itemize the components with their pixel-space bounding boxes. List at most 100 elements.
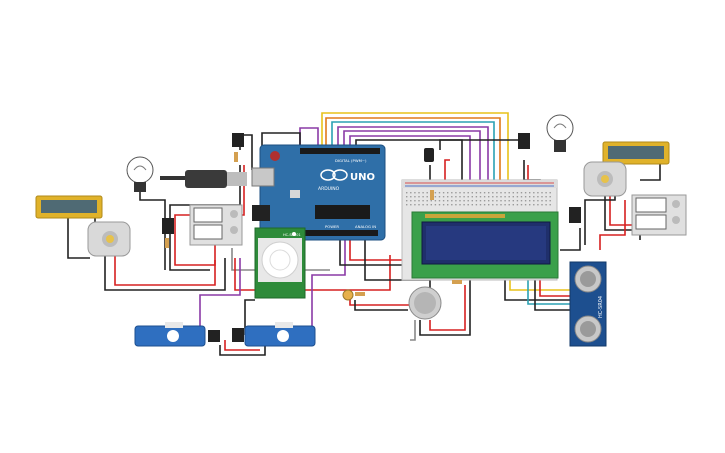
breadboard-hole bbox=[430, 200, 432, 202]
breadboard-hole bbox=[541, 196, 543, 198]
arduino-logo bbox=[320, 169, 348, 181]
breadboard-hole bbox=[512, 204, 514, 206]
breadboard-hole bbox=[520, 200, 523, 202]
breadboard-hole bbox=[533, 192, 535, 194]
diode-icon bbox=[424, 148, 434, 162]
breadboard-hole bbox=[529, 204, 531, 206]
breadboard-hole bbox=[488, 192, 490, 194]
breadboard-hole bbox=[512, 196, 514, 198]
breadboard-hole bbox=[410, 196, 412, 198]
breadboard-hole bbox=[442, 204, 445, 206]
wire-red-servo-mid bbox=[224, 340, 260, 351]
wire-yellow-ultra bbox=[509, 280, 572, 291]
breadboard-hole bbox=[512, 200, 514, 202]
arduino-brand-label: ARDUINO bbox=[318, 186, 340, 192]
wire-red-photores bbox=[349, 295, 410, 306]
wire-red-ultra bbox=[539, 280, 572, 297]
wire-black-right-relay bbox=[560, 228, 581, 251]
breadboard-hole bbox=[516, 196, 519, 198]
breadboard-hole bbox=[426, 192, 428, 194]
pir-sensor: HC-SR501 bbox=[254, 227, 306, 299]
breadboard-hole bbox=[447, 204, 449, 206]
usb-cable-icon bbox=[160, 170, 247, 188]
breadboard-hole bbox=[479, 204, 482, 206]
breadboard-hole bbox=[406, 200, 408, 202]
breadboard-hole bbox=[414, 204, 416, 206]
breadboard-hole bbox=[549, 192, 551, 194]
breadboard-hole bbox=[406, 204, 408, 206]
breadboard-hole bbox=[426, 196, 428, 198]
breadboard-hole bbox=[414, 200, 416, 202]
breadboard-hole bbox=[508, 200, 510, 202]
breadboard-hole bbox=[406, 192, 408, 194]
breadboard-hole bbox=[438, 196, 441, 198]
breadboard-hole bbox=[410, 200, 412, 202]
breadboard-hole bbox=[483, 192, 486, 194]
breadboard-hole bbox=[545, 196, 547, 198]
wire-red-motor-left bbox=[114, 255, 216, 286]
breadboard-hole bbox=[545, 200, 547, 202]
breadboard-hole bbox=[520, 204, 523, 206]
arduino-model-label: UNO bbox=[350, 172, 375, 183]
breadboard-hole bbox=[471, 196, 473, 198]
breadboard-hole bbox=[438, 200, 441, 202]
breadboard-hole bbox=[475, 204, 478, 206]
breadboard-hole bbox=[479, 196, 482, 198]
breadboard-hole bbox=[512, 192, 514, 194]
wire-black-photores bbox=[354, 300, 408, 311]
breadboard-hole bbox=[524, 196, 527, 198]
breadboard-hole bbox=[483, 196, 486, 198]
breadboard-hole bbox=[520, 192, 523, 194]
breadboard-hole bbox=[529, 196, 531, 198]
pir-label: HC-SR501 bbox=[283, 233, 301, 237]
breadboard-hole bbox=[426, 200, 428, 202]
breadboard-hole bbox=[541, 200, 543, 202]
lcd-small-left bbox=[35, 195, 103, 219]
breadboard-hole bbox=[500, 192, 502, 194]
breadboard-hole bbox=[442, 200, 445, 202]
breadboard-hole bbox=[422, 204, 424, 206]
breadboard-hole bbox=[434, 192, 437, 194]
breadboard-hole bbox=[455, 196, 457, 198]
breadboard-hole bbox=[475, 196, 478, 198]
breadboard-hole bbox=[414, 192, 416, 194]
breadboard-hole bbox=[438, 192, 441, 194]
breadboard-hole bbox=[504, 192, 506, 194]
breadboard-hole bbox=[418, 200, 420, 202]
breadboard-hole bbox=[496, 192, 498, 194]
breadboard-hole bbox=[520, 196, 523, 198]
breadboard-hole bbox=[463, 200, 465, 202]
breadboard-hole bbox=[533, 204, 535, 206]
transistor-right bbox=[518, 133, 581, 223]
wire-black-top-bb bbox=[439, 139, 520, 150]
breadboard-hole bbox=[496, 200, 498, 202]
breadboard-hole bbox=[492, 192, 494, 194]
breadboard-hole bbox=[492, 196, 494, 198]
servo-left bbox=[134, 322, 206, 347]
wire-gray-gas bbox=[410, 320, 416, 341]
servo-connectors bbox=[208, 328, 244, 342]
lcd-16x2-main bbox=[411, 211, 559, 279]
breadboard-hole bbox=[500, 204, 502, 206]
arduino-power-label: POWER bbox=[325, 224, 339, 229]
breadboard-hole bbox=[447, 192, 449, 194]
breadboard-hole bbox=[451, 196, 453, 198]
breadboard-hole bbox=[479, 192, 482, 194]
breadboard-hole bbox=[524, 192, 527, 194]
wire-black-motor-left bbox=[104, 255, 226, 291]
breadboard-hole bbox=[533, 200, 535, 202]
wire-red-right-relay bbox=[599, 200, 626, 250]
breadboard-hole bbox=[418, 196, 420, 198]
breadboard-hole bbox=[508, 204, 510, 206]
breadboard-hole bbox=[483, 200, 486, 202]
wire-black-ultra-1 bbox=[504, 280, 572, 301]
wire-black-ultra-2 bbox=[534, 280, 572, 311]
arduino-uno: UNO ARDUINO DIGITAL (PWM~) POWER ANALOG … bbox=[251, 144, 386, 241]
breadboard-hole bbox=[467, 196, 469, 198]
breadboard-hole bbox=[426, 204, 428, 206]
breadboard-hole bbox=[410, 204, 412, 206]
dc-motor-icon bbox=[87, 221, 131, 257]
breadboard-hole bbox=[488, 204, 490, 206]
lcd-pins bbox=[425, 214, 505, 218]
breadboard-hole bbox=[537, 196, 539, 198]
